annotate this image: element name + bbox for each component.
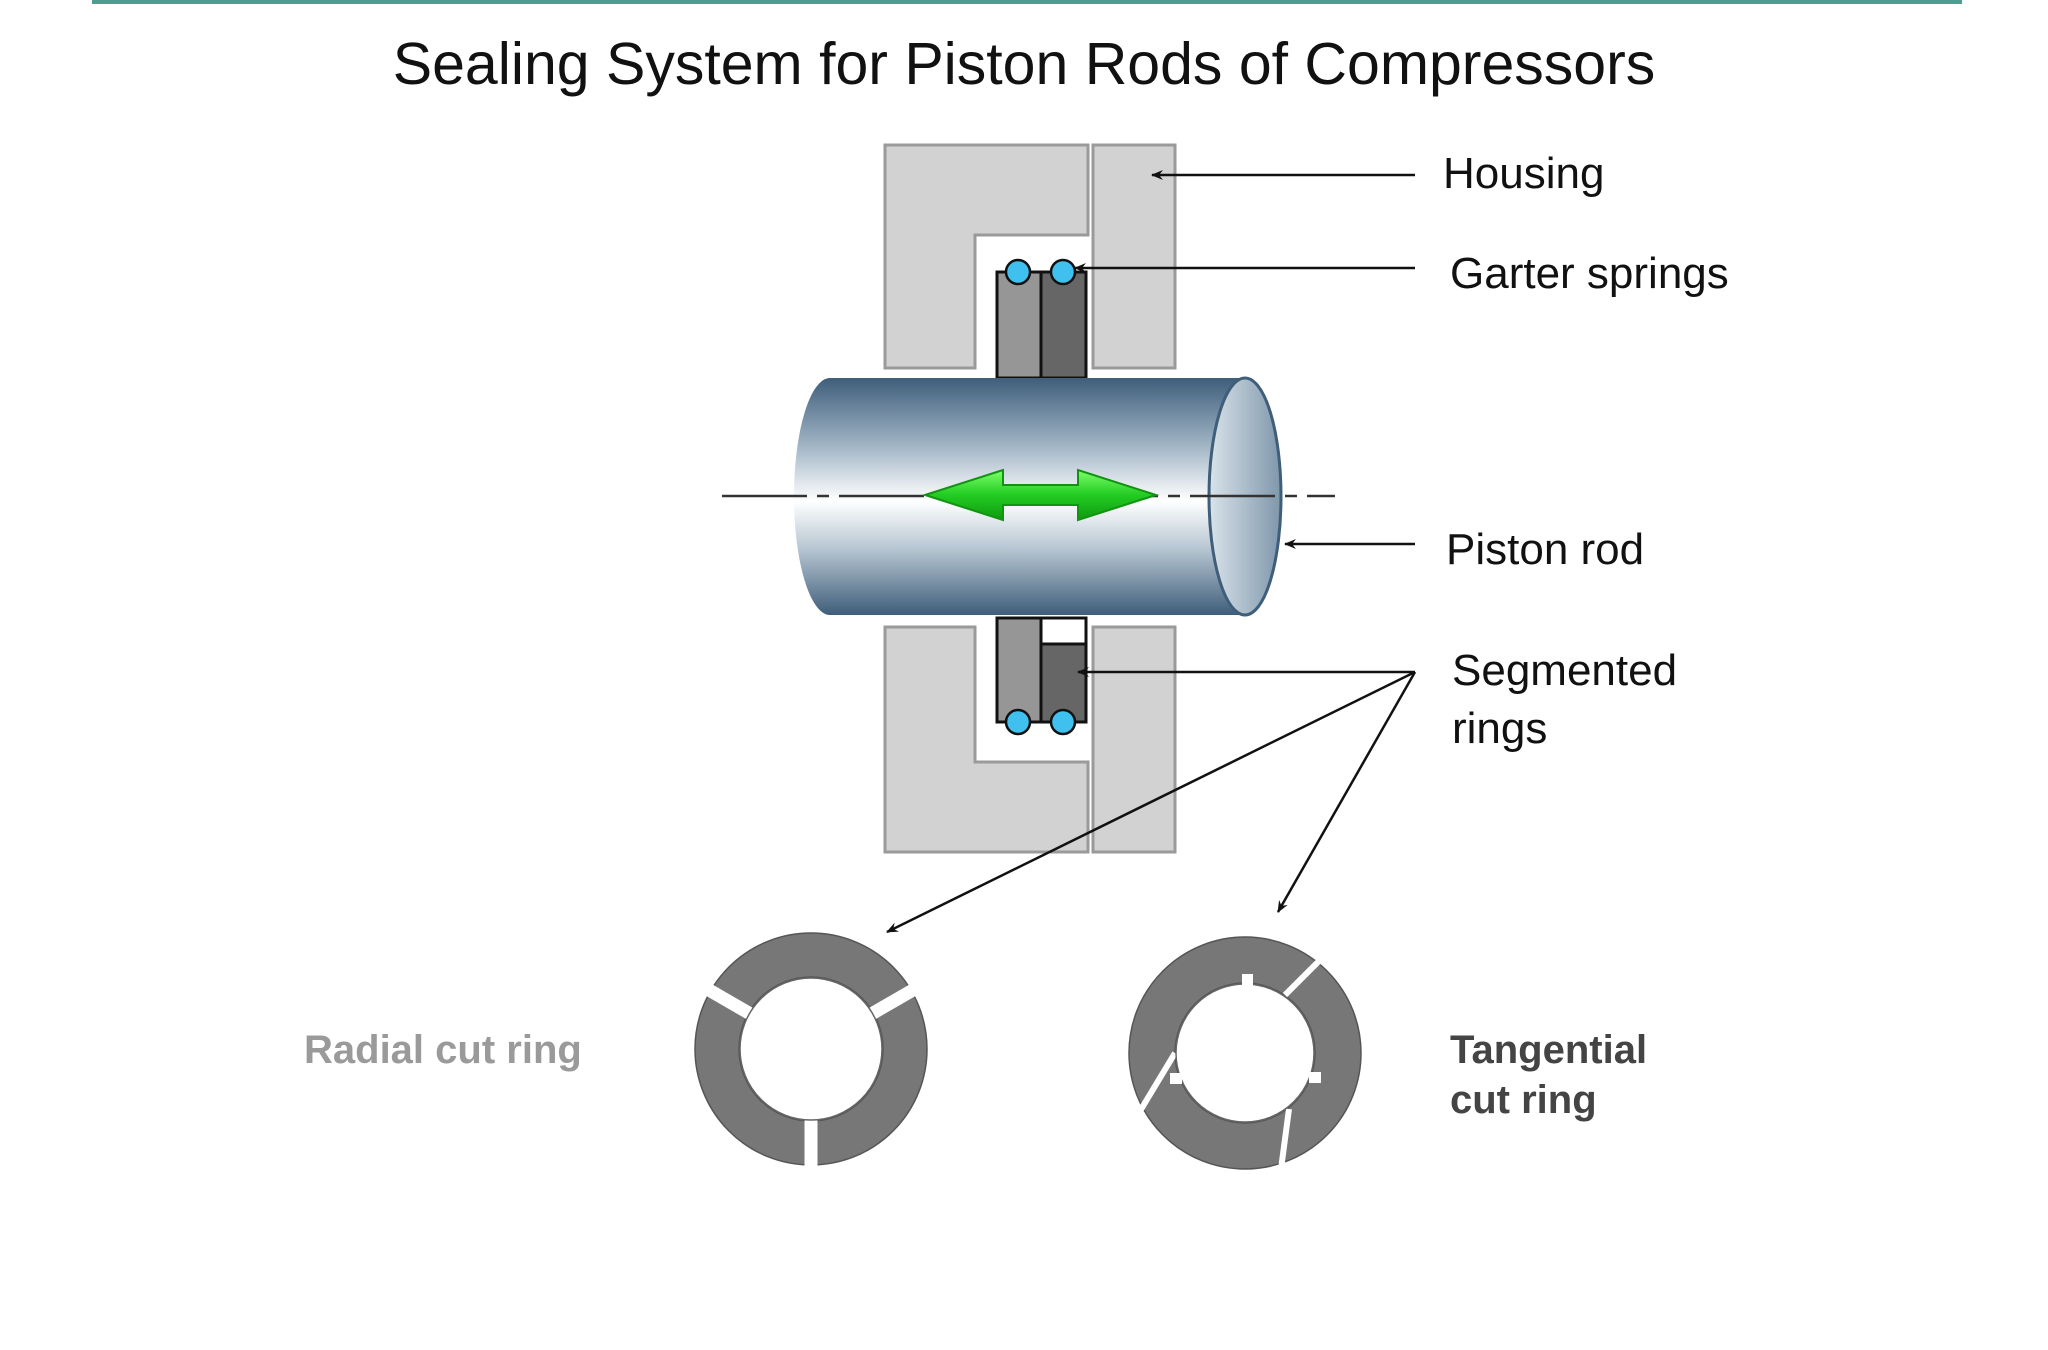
garter-spring-upper-right — [1049, 258, 1077, 286]
leader-tangential-ring — [1276, 671, 1417, 913]
leader-radial-ring — [886, 670, 1416, 934]
label-piston-rod: Piston rod — [1446, 525, 1645, 574]
label-segmented-rings: Segmented rings — [1452, 642, 1677, 758]
label-tangential-line2: cut ring — [1450, 1078, 1597, 1122]
radial-cut-ring — [686, 932, 936, 1189]
tangential-cut-ring — [1128, 932, 1362, 1170]
segmented-rings-lower — [995, 616, 1088, 724]
label-segmented-rings-line1: Segmented — [1452, 646, 1678, 695]
top-rule — [92, 0, 1962, 4]
double-arrow-icon — [921, 468, 1160, 522]
garter-spring-upper-left — [1004, 258, 1032, 286]
label-tangential-cut-ring: Tangential cut ring — [1450, 1025, 1647, 1125]
diagram-title: Sealing System for Piston Rods of Compre… — [392, 31, 1656, 97]
segmented-rings-upper — [995, 270, 1088, 380]
housing-upper — [883, 143, 1177, 370]
label-housing: Housing — [1443, 149, 1605, 198]
garter-spring-lower-right — [1049, 708, 1077, 736]
label-garter-springs: Garter springs — [1450, 249, 1729, 298]
label-tangential-line1: Tangential — [1450, 1028, 1648, 1072]
garter-spring-lower-left — [1004, 708, 1032, 736]
label-segmented-rings-line2: rings — [1452, 704, 1548, 753]
housing-lower — [883, 625, 1177, 854]
label-radial-cut-ring: Radial cut ring — [304, 1028, 582, 1072]
